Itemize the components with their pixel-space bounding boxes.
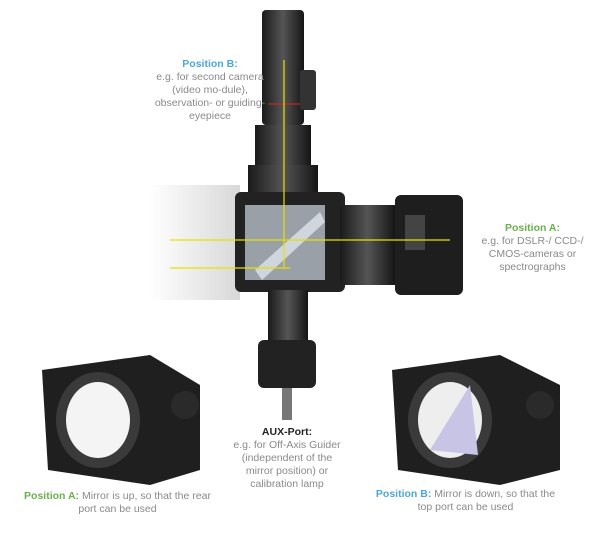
label-title: Position A: — [24, 490, 80, 502]
label-title: Position A: — [504, 222, 561, 234]
label-text: Mirror is up, so that the rear port can … — [78, 490, 211, 515]
position-b-top-label: Position B: e.g. for second camera (vide… — [145, 58, 275, 123]
label-text: e.g. for Off-Axis Guider (independent of… — [233, 439, 341, 490]
cube-mirror-down-photo — [392, 355, 560, 485]
aux-port-label: AUX-Port: e.g. for Off-Axis Guider (inde… — [232, 426, 342, 491]
position-b-bottom-label: Position B: Mirror is down, so that the … — [368, 488, 563, 514]
label-text: e.g. for DSLR-/ CCD-/ CMOS-cameras or sp… — [481, 235, 584, 273]
label-text: Mirror is down, so that the top port can… — [417, 488, 556, 513]
label-title: Position B: — [182, 58, 238, 70]
position-a-bottom-label: Position A: Mirror is up, so that the re… — [20, 490, 215, 516]
cube-mirror-up-photo — [42, 355, 200, 485]
flip-mirror-cube — [235, 192, 345, 292]
eyepiece — [248, 10, 318, 195]
label-text: e.g. for second camera (video mo-dule), … — [154, 71, 266, 122]
position-a-right-label: Position A: e.g. for DSLR-/ CCD-/ CMOS-c… — [470, 222, 595, 274]
light-path — [170, 60, 450, 269]
label-title: Position B: — [375, 488, 432, 500]
telescope-tube-light — [150, 185, 240, 300]
label-title: AUX-Port: — [261, 426, 313, 438]
aux-port-assembly — [258, 290, 316, 420]
camera — [340, 195, 463, 295]
